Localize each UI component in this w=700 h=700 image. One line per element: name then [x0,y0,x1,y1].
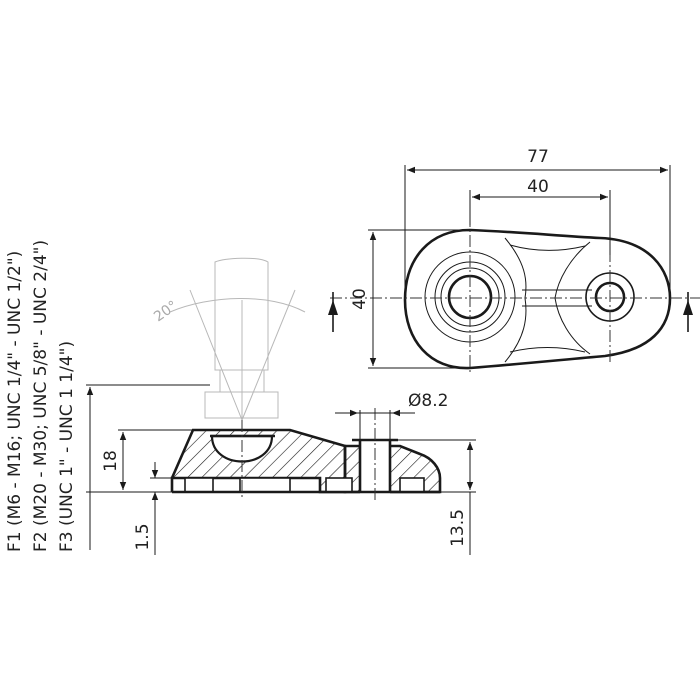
top-view: 77 40 40 [328,147,700,375]
dim-height-mount: 13.5 [448,509,468,547]
thread-note-f3: F3 (UNC 1" - UNC 1 1/4") [57,341,77,552]
section-arrow-right [683,300,693,315]
dim-hole-diameter: Ø8.2 [408,391,448,411]
thread-notes: F1 (M6 - M16; UNC 1/4" - UNC 1/2") F2 (M… [5,240,77,552]
tilt-angle-label: 20° [151,298,181,325]
stud-ghost: 20° [151,257,306,432]
top-view-outline [403,228,672,370]
thread-note-f1: F1 (M6 - M16; UNC 1/4" - UNC 1/2") [5,251,25,552]
dim-height: 18 [101,450,121,472]
side-view: Ø8.2 18 1.5 13.5 [86,384,476,555]
dim-width: 40 [350,288,370,310]
top-view-groove [504,237,527,363]
section-arrow-left [328,300,338,315]
dim-base-thickness: 1.5 [133,523,153,550]
thread-note-f2: F2 (M20 - M30; UNC 5/8" - UNC 2/4") [31,240,51,552]
dim-hole-spacing: 40 [527,177,549,197]
dim-length-total: 77 [527,147,549,167]
